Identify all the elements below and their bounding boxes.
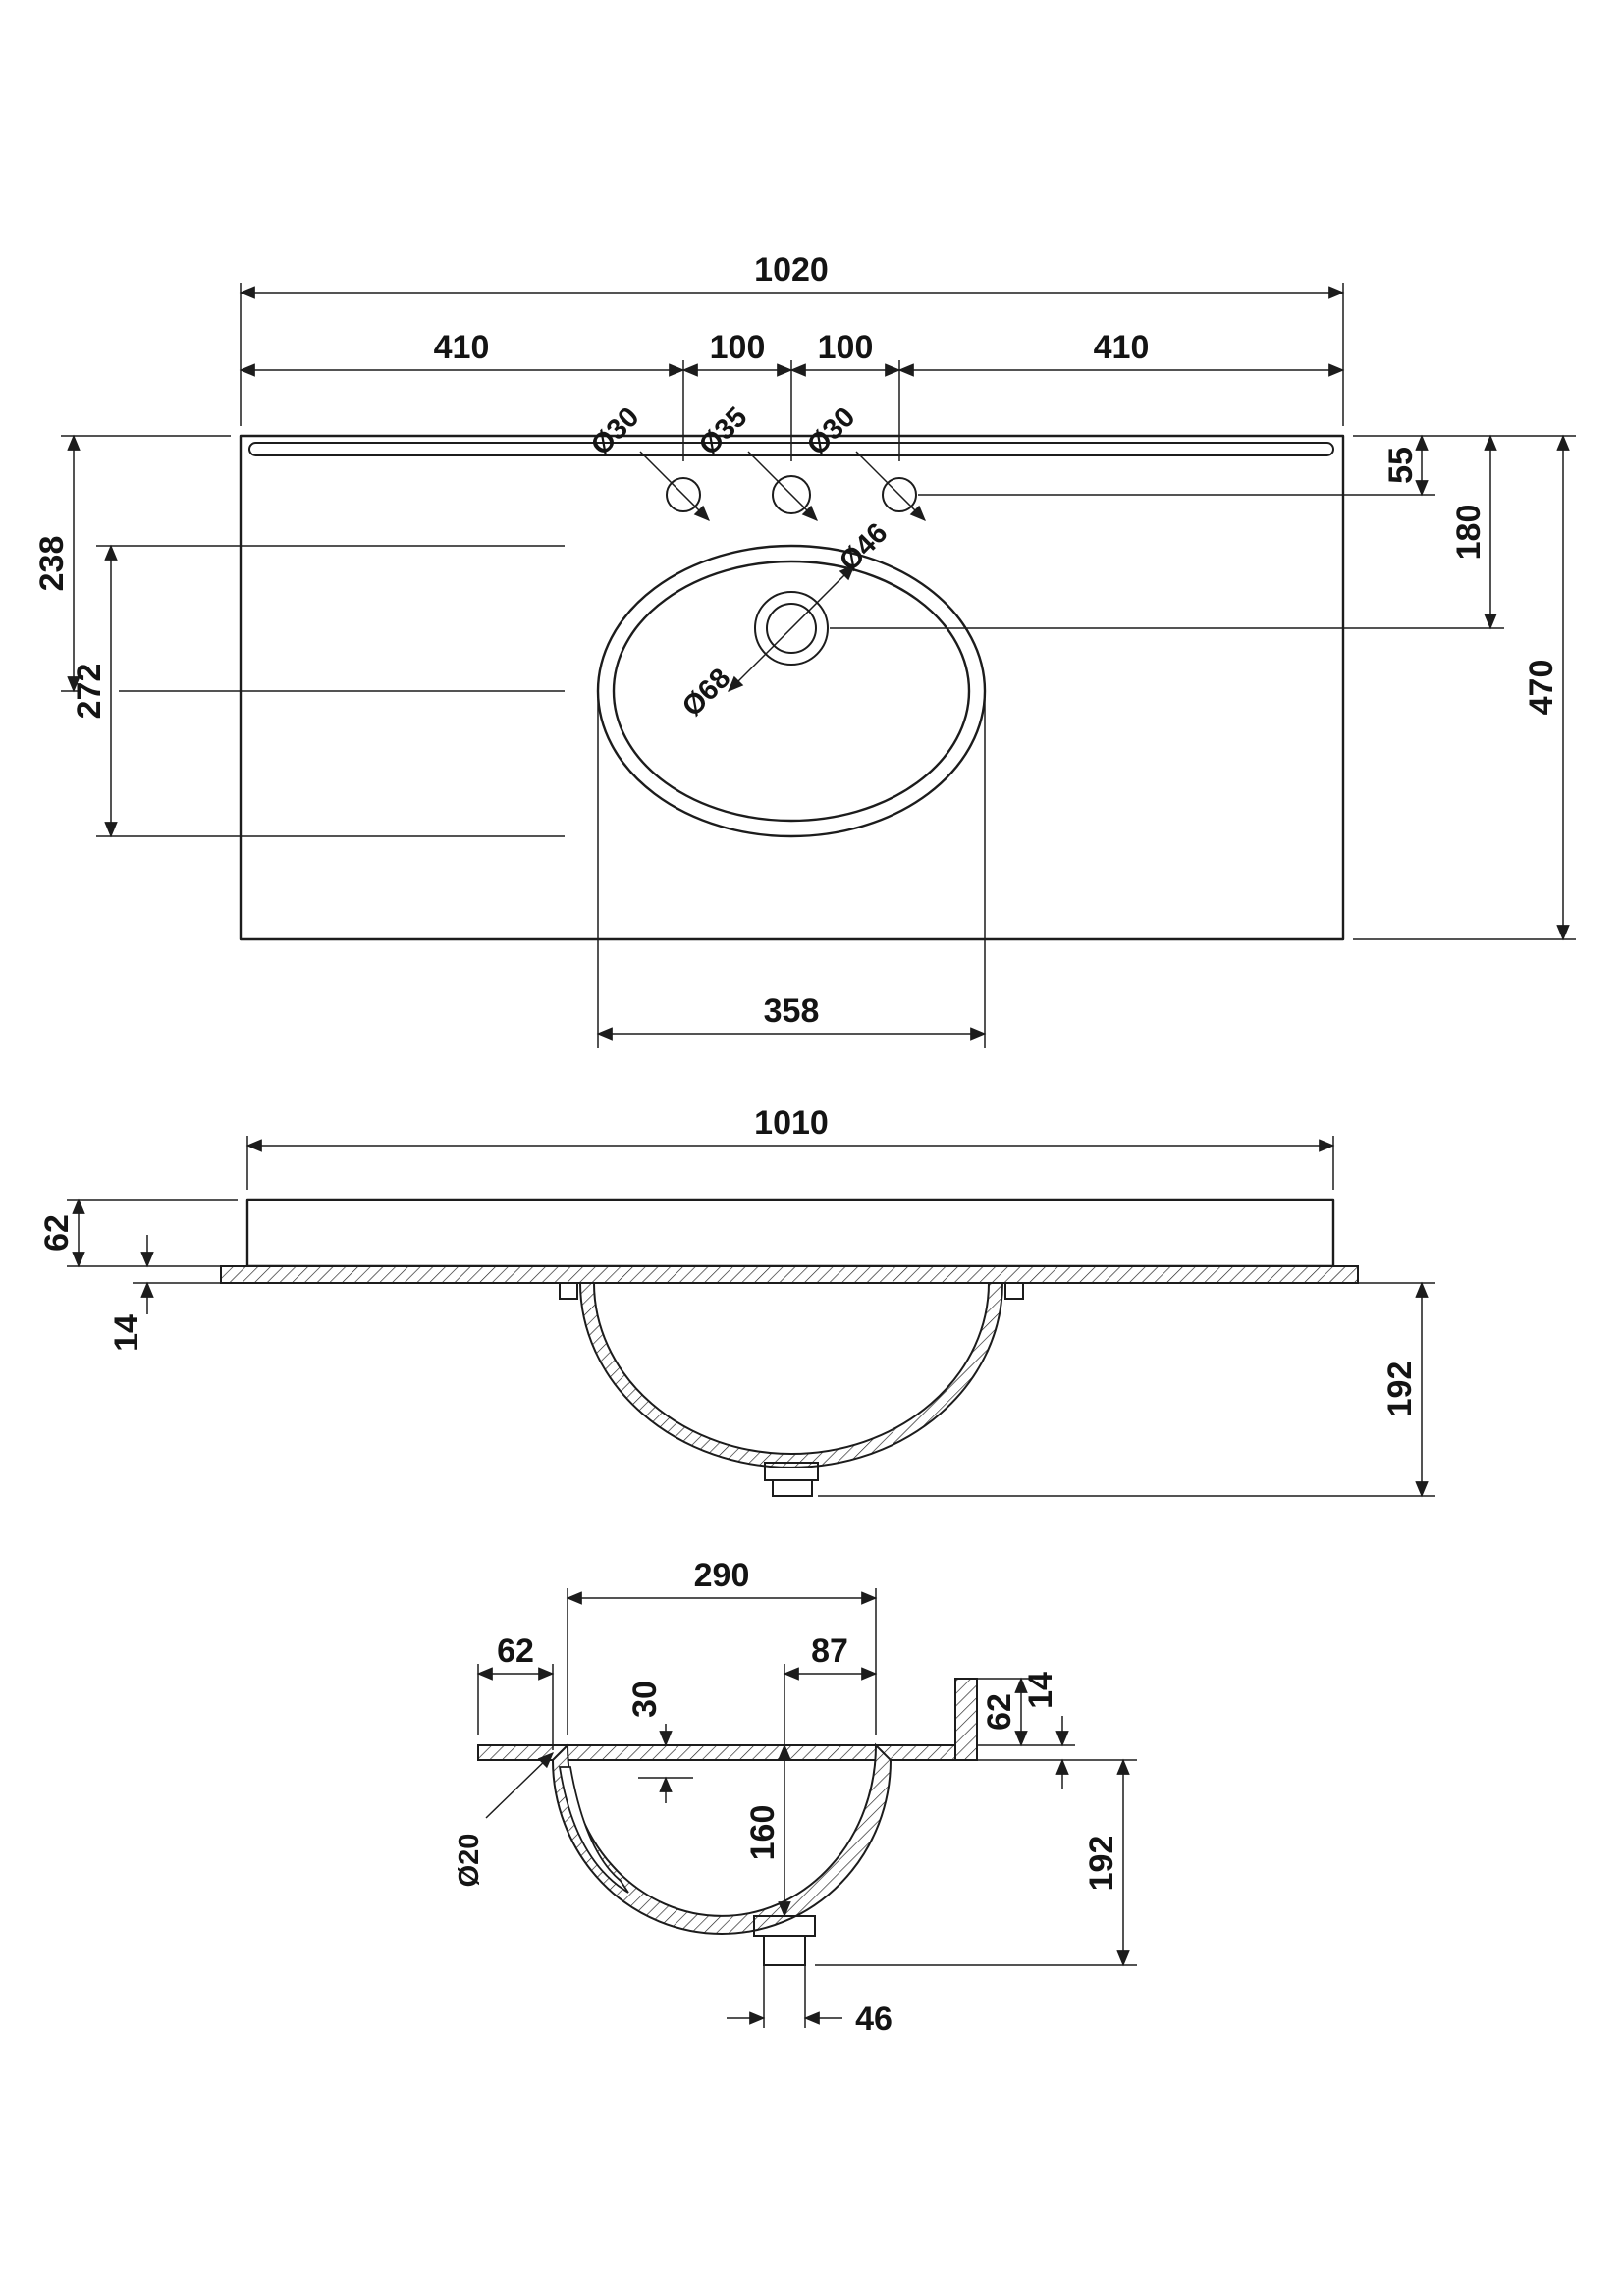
dim-46-label: 46 [855, 2001, 893, 2038]
dim-side-62-label: 62 [497, 1632, 534, 1670]
dim-front-14-label: 14 [108, 1314, 145, 1352]
dim-100-right-label: 100 [818, 329, 874, 366]
tap-hole-right [882, 477, 917, 512]
tap-hole-center [772, 475, 811, 514]
slab-front [245, 1198, 1335, 1268]
dim-side-overall-depth [815, 1758, 1137, 1967]
dim-side-opening-width [566, 1588, 878, 1735]
lip-front [220, 1265, 1359, 1284]
dim-side-upstand-62-label: 62 [981, 1693, 1018, 1731]
dim-plan-bowl-centre [61, 434, 565, 693]
dim-1010-label: 1010 [754, 1104, 829, 1142]
dim-side-rim-recess [638, 1724, 693, 1803]
dim-front-lip-thickness [133, 1235, 221, 1314]
dim-30-label: 30 [626, 1681, 664, 1718]
dim-plan-back-to-waste [830, 434, 1504, 630]
waste-outer-dia-label: Ø68 [676, 663, 736, 722]
upstand-side-section [954, 1678, 978, 1761]
dim-side-192-label: 192 [1083, 1836, 1120, 1892]
dim-side-14-label: 14 [1022, 1672, 1059, 1709]
dim-410-left-label: 410 [434, 329, 490, 366]
dim-front-overall-width [245, 1136, 1335, 1190]
dim-plan-overall-width [239, 283, 1345, 426]
overflow-leader [485, 1752, 554, 1819]
waste-leader [728, 564, 855, 692]
waste-plan [728, 564, 855, 692]
dim-plan-overall-depth [1353, 434, 1576, 941]
mount-tab-right [1004, 1282, 1024, 1300]
dim-100-left-label: 100 [710, 329, 766, 366]
dim-358-label: 358 [764, 992, 820, 1030]
tap-hole-leaders [639, 451, 926, 521]
basin-bowl-plan [596, 544, 987, 838]
tap-left-dia-label: Ø30 [585, 401, 645, 461]
tap-center-dia-label: Ø35 [693, 401, 753, 461]
dim-55-label: 55 [1382, 447, 1420, 484]
dim-side-waste-width [727, 1965, 842, 2028]
overflow-channel [558, 1766, 629, 1894]
dim-plan-tap-positions [239, 360, 1345, 461]
dim-side-waste-to-back [783, 1664, 878, 1745]
dim-470-label: 470 [1523, 660, 1560, 716]
bowl-side-section [551, 1742, 893, 1935]
dim-238-label: 238 [33, 536, 71, 592]
dim-front-bowl-depth [818, 1281, 1435, 1498]
bowl-inner-rim [612, 560, 971, 823]
dim-front-62-label: 62 [38, 1214, 76, 1252]
dim-87-label: 87 [811, 1632, 848, 1670]
dim-plan-back-to-taps [918, 434, 1576, 497]
side-view: 290 62 87 30 62 [454, 1557, 1137, 2038]
dim-180-label: 180 [1450, 505, 1488, 561]
dim-front-slab-thickness [67, 1198, 238, 1268]
plan-view: Ø30 Ø35 Ø30 Ø68 Ø46 1020 [33, 251, 1576, 1048]
dim-410-right-label: 410 [1094, 329, 1150, 366]
plan-countertop-outline [239, 434, 1345, 941]
dim-plan-bowl-width [596, 699, 987, 1048]
tap-holes-plan [666, 475, 917, 514]
dim-272-label: 272 [71, 664, 108, 720]
dim-1020-label: 1020 [754, 251, 829, 289]
tap-hole-left [666, 477, 701, 512]
dim-overflow-dia-label: Ø20 [454, 1834, 485, 1888]
dim-160-label: 160 [744, 1805, 782, 1861]
mount-tab-left [559, 1282, 578, 1300]
dim-290-label: 290 [694, 1557, 750, 1594]
dim-side-front-ledge [476, 1664, 555, 1750]
countertop-plan [239, 434, 1345, 941]
bowl-outer-rim [596, 544, 987, 838]
front-view: 1010 62 14 192 [38, 1104, 1435, 1498]
waste-inner-dia-label: Ø46 [834, 517, 893, 577]
dim-side-lip-thickness [977, 1716, 1137, 1789]
tap-right-dia-label: Ø30 [801, 401, 861, 461]
dim-plan-bowl-depth [96, 544, 565, 838]
waste-front [764, 1462, 819, 1497]
dim-front-192-label: 192 [1381, 1362, 1419, 1417]
bowl-front-section [578, 1282, 1004, 1468]
